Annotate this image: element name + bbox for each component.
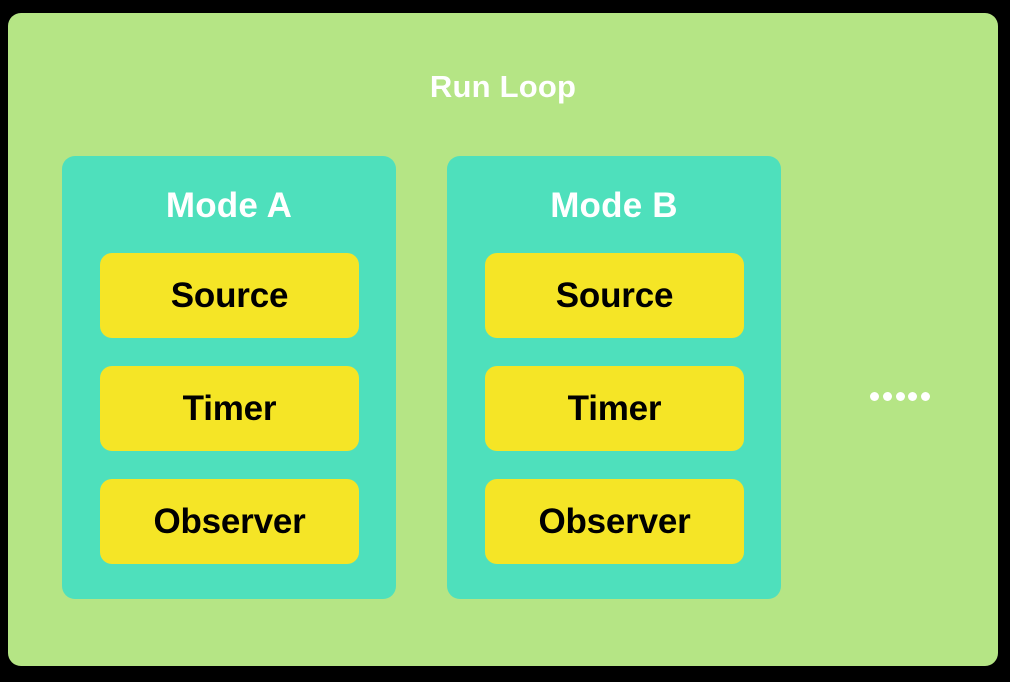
run-loop-title: Run Loop [429,69,577,104]
mode-a-item-list: Source Timer Observer [100,253,359,564]
mode-container-a: Mode A Source Timer Observer [62,156,396,599]
mode-b-item-list: Source Timer Observer [485,253,744,564]
mode-title-a: Mode A [165,186,293,225]
mode-container-b: Mode B Source Timer Observer [447,156,781,599]
mode-title-b: Mode B [550,186,678,225]
mode-b-item-timer: Timer [485,366,744,451]
item-label: Observer [153,501,306,541]
mode-a-item-observer: Observer [100,479,359,564]
more-modes-ellipsis-icon [870,386,930,406]
item-label: Source [555,275,674,315]
mode-a-item-timer: Timer [100,366,359,451]
mode-a-item-source: Source [100,253,359,338]
item-label: Observer [538,501,691,541]
run-loop-container: Run Loop Mode A Source Timer Observer Mo… [8,13,998,666]
mode-b-item-source: Source [485,253,744,338]
item-label: Timer [182,388,277,428]
item-label: Source [170,275,289,315]
mode-b-item-observer: Observer [485,479,744,564]
ellipsis-dot [882,391,892,401]
ellipsis-dot [908,391,918,401]
ellipsis-dot [870,391,879,401]
item-label: Timer [567,388,662,428]
ellipsis-dot [921,391,930,401]
ellipsis-dot [895,391,905,401]
